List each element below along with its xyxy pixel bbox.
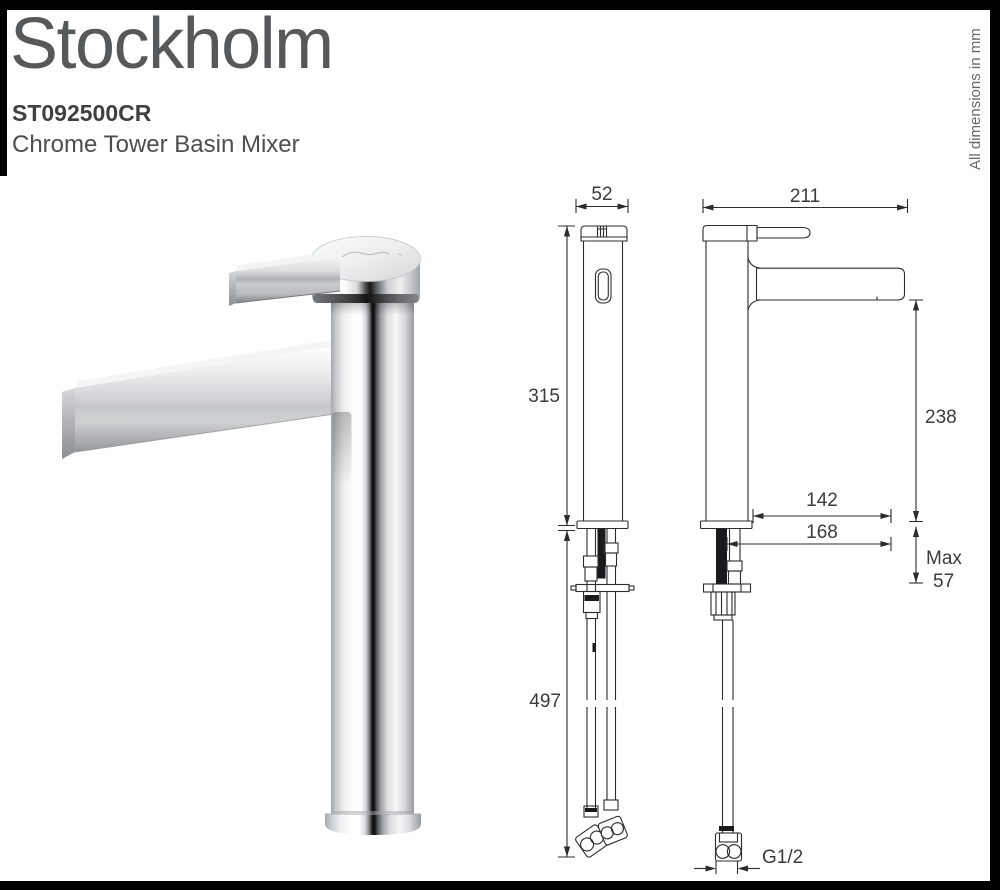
dim-reach-inner: 142: [806, 490, 838, 511]
dim-front-height: 315: [528, 386, 560, 407]
product-code: ST092500CR: [12, 100, 152, 126]
photo-spout: [62, 337, 349, 459]
technical-drawing: 52 315 497: [528, 184, 962, 874]
right-border: [990, 0, 1000, 890]
photo-handle: [229, 251, 341, 306]
side-view: 211 238 142 168 Max 57: [694, 186, 962, 874]
dim-side-reach: 211: [790, 186, 820, 207]
photo-base: [325, 811, 421, 835]
bottom-border: [0, 881, 1000, 890]
dim-max-value: 57: [933, 571, 954, 592]
top-border: [0, 0, 1000, 10]
product-photo: [62, 236, 421, 835]
dim-reach-outer: 168: [806, 522, 838, 543]
dim-spout-clearance: 238: [925, 407, 957, 428]
dim-max-word: Max: [926, 548, 962, 569]
left-border: [0, 0, 7, 176]
dim-thread: G1/2: [762, 847, 803, 868]
dim-under-height: 497: [529, 691, 561, 712]
dim-front-width: 52: [591, 184, 612, 205]
front-view: 52 315 497: [528, 184, 635, 858]
product-description: Chrome Tower Basin Mixer: [12, 131, 300, 158]
dimensions-note: All dimensions in mm: [967, 28, 984, 170]
photo-body: [311, 236, 421, 818]
page-title: Stockholm: [10, 4, 334, 84]
